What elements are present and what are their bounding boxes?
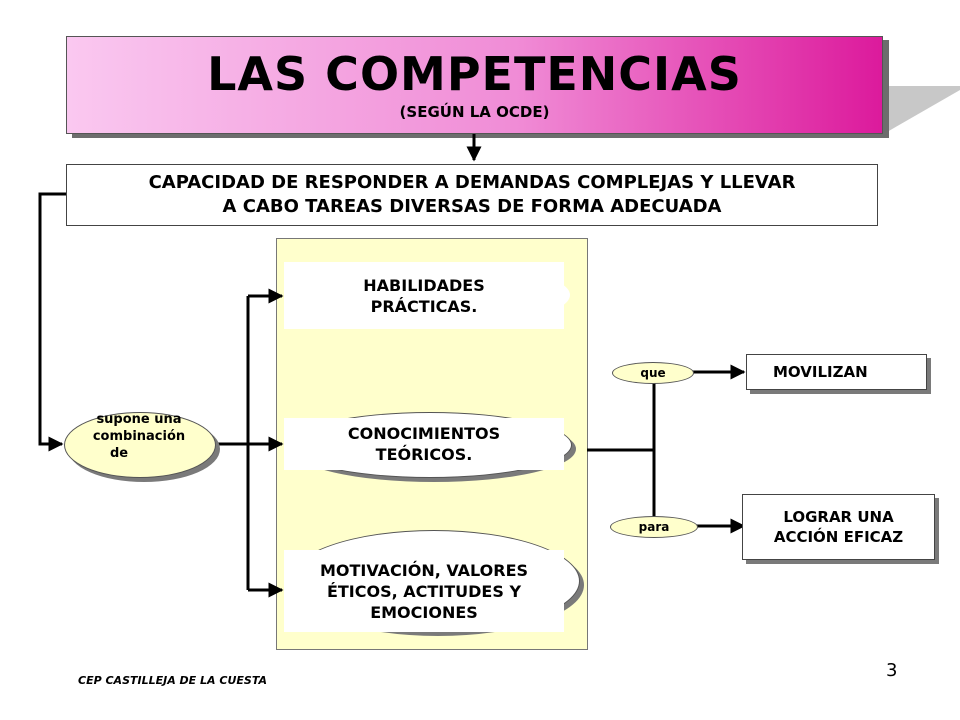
component-conocimientos: CONOCIMIENTOS TEÓRICOS. bbox=[284, 418, 564, 470]
component-motivacion-line-3: EMOCIONES bbox=[370, 602, 478, 622]
component-motivacion-line-2: ÉTICOS, ACTITUDES Y bbox=[326, 581, 522, 601]
diagram-subtitle: (SEGÚN LA OCDE) bbox=[399, 103, 550, 121]
outcome-movilizan: MOVILIZAN bbox=[746, 354, 927, 390]
combination-label: supone una combinación de bbox=[64, 412, 214, 461]
component-motivacion: MOTIVACIÓN, VALORES ÉTICOS, ACTITUDES Y … bbox=[284, 550, 564, 632]
outcome-accion-line-2: ACCIÓN EFICAZ bbox=[773, 528, 904, 546]
combination-oval bbox=[64, 412, 216, 478]
definition-line-2: A CABO TAREAS DIVERSAS DE FORMA ADECUADA bbox=[222, 196, 722, 217]
outcome-movilizan-label: MOVILIZAN bbox=[773, 363, 868, 381]
que-connector: que bbox=[612, 362, 694, 384]
combination-line-1: supone una bbox=[96, 412, 182, 427]
que-label: que bbox=[640, 366, 666, 380]
para-connector: para bbox=[610, 516, 698, 538]
component-conocimientos-line-1: CONOCIMIENTOS bbox=[347, 424, 501, 443]
para-label: para bbox=[638, 520, 670, 534]
diagram-title: LAS COMPETENCIAS bbox=[207, 47, 742, 101]
definition-line-1: CAPACIDAD DE RESPONDER A DEMANDAS COMPLE… bbox=[148, 172, 796, 193]
outcome-accion-eficaz: LOGRAR UNA ACCIÓN EFICAZ bbox=[742, 494, 935, 560]
component-conocimientos-line-2: TEÓRICOS. bbox=[375, 445, 473, 464]
outcome-accion-line-1: LOGRAR UNA bbox=[783, 508, 894, 526]
component-habilidades-line-1: HABILIDADES bbox=[363, 275, 485, 295]
footer-organization: CEP CASTILLEJA DE LA CUESTA bbox=[78, 674, 267, 687]
title-banner: LAS COMPETENCIAS (SEGÚN LA OCDE) bbox=[66, 36, 883, 134]
component-habilidades-line-2: PRÁCTICAS. bbox=[370, 296, 478, 316]
title-wedge-shape bbox=[880, 86, 960, 136]
component-habilidades: HABILIDADES PRÁCTICAS. bbox=[284, 262, 564, 329]
page-number: 3 bbox=[886, 660, 898, 681]
combination-line-3: de bbox=[110, 446, 129, 461]
definition-box: CAPACIDAD DE RESPONDER A DEMANDAS COMPLE… bbox=[66, 164, 878, 226]
component-motivacion-line-1: MOTIVACIÓN, VALORES bbox=[319, 560, 529, 580]
combination-line-2: combinación bbox=[92, 429, 186, 444]
